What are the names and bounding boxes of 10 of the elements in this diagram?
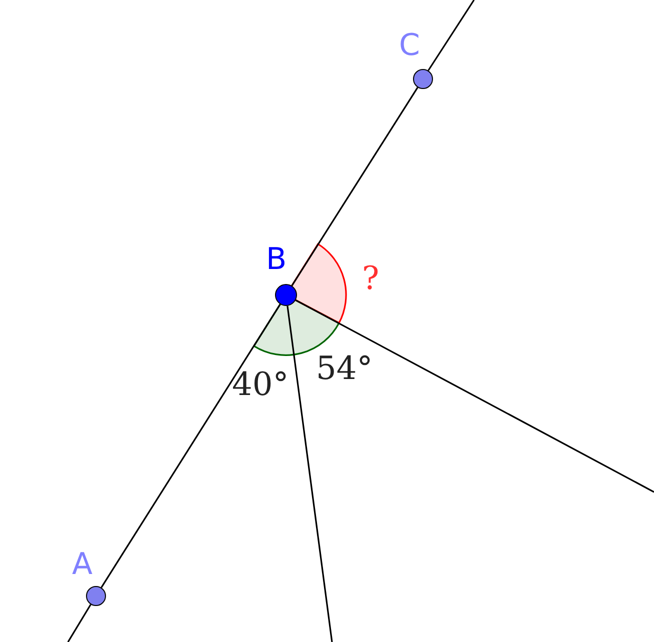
angle-label: 54° [316, 352, 373, 384]
angle-label: 40° [232, 368, 289, 400]
angle-label: ? [362, 262, 380, 294]
line-segment [291, 87, 418, 286]
point-label: B [266, 245, 287, 275]
line-segment [286, 306, 333, 642]
line-segment [295, 299, 654, 493]
line-segment [100, 304, 281, 588]
point-label: A [72, 550, 93, 580]
point-label: C [399, 31, 420, 61]
